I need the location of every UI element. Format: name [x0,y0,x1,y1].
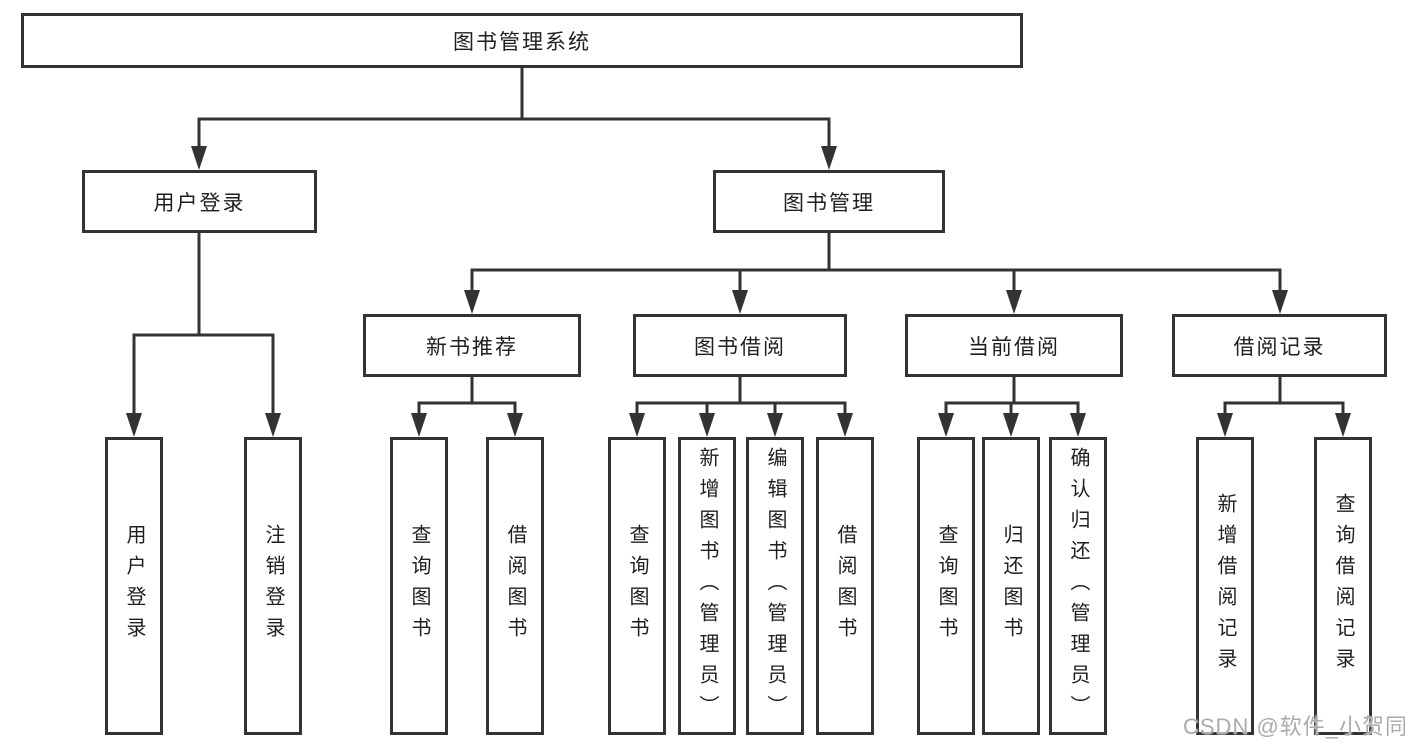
leaf-label: 用户登录 [123,524,145,648]
leaf-label: 查询图书 [408,524,430,648]
leaf-borrow-books-recommend: 借阅图书 [486,437,544,735]
leaf-label: 查询图书 [935,524,957,648]
leaf-label: 查询借阅记录 [1332,493,1354,679]
csdn-watermark: CSDN @软件_小贺同学 [1183,714,1405,739]
leaf-label: 确认归还（管理员） [1067,446,1089,726]
leaf-query-books-recommend: 查询图书 [390,437,448,735]
leaf-label: 借阅图书 [504,524,526,648]
leaf-label: 新增图书（管理员） [696,446,718,726]
leaf-confirm-return-admin: 确认归还（管理员） [1049,437,1107,735]
node-borrow-records: 借阅记录 [1172,314,1387,377]
leaf-query-books-borrow: 查询图书 [608,437,666,735]
leaf-edit-books-admin: 编辑图书（管理员） [746,437,804,735]
node-new-book-recommend: 新书推荐 [363,314,581,377]
leaf-label: 归还图书 [1000,524,1022,648]
leaf-label: 注销登录 [262,524,284,648]
node-user-login: 用户登录 [82,170,317,233]
leaf-label: 新增借阅记录 [1214,493,1236,679]
leaf-query-books-current: 查询图书 [917,437,975,735]
leaf-query-borrow-record: 查询借阅记录 [1314,437,1372,735]
node-book-management: 图书管理 [713,170,945,233]
leaf-user-login: 用户登录 [105,437,163,735]
node-book-borrow: 图书借阅 [633,314,847,377]
node-current-borrow: 当前借阅 [905,314,1123,377]
leaf-label: 借阅图书 [834,524,856,648]
leaf-add-borrow-record: 新增借阅记录 [1196,437,1254,735]
node-root: 图书管理系统 [21,13,1023,68]
leaf-logout: 注销登录 [244,437,302,735]
leaf-borrow-books: 借阅图书 [816,437,874,735]
leaf-label: 查询图书 [626,524,648,648]
leaf-label: 编辑图书（管理员） [764,446,786,726]
leaf-add-books-admin: 新增图书（管理员） [678,437,736,735]
leaf-return-books: 归还图书 [982,437,1040,735]
